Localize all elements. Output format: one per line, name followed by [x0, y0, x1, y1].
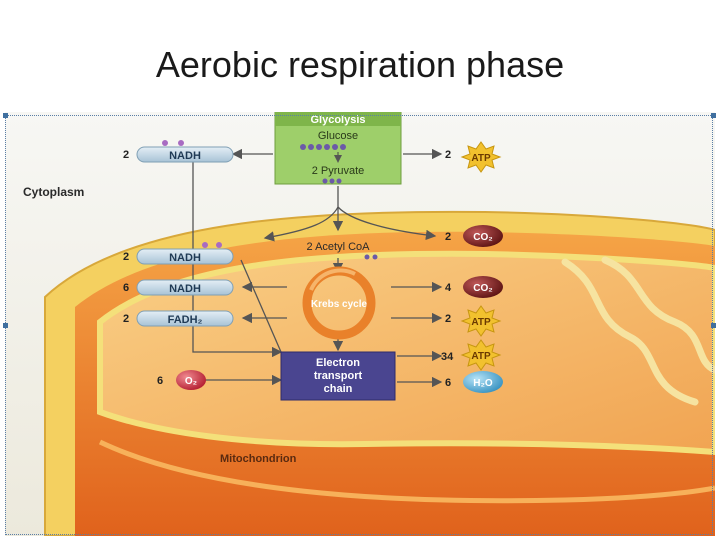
output-h2o: 6 H₂O	[445, 371, 503, 393]
svg-text:ATP: ATP	[471, 351, 491, 362]
resize-handle-mid-left[interactable]	[3, 323, 8, 328]
output-atp-3: 34 ATP	[441, 339, 502, 371]
input-nadh-2: 2 NADH	[123, 242, 234, 265]
input-o2: 6 O₂	[157, 370, 206, 390]
resize-handle-top-left[interactable]	[3, 113, 8, 118]
krebs-cycle: Krebs cycle	[302, 266, 376, 340]
resize-handle-mid-right[interactable]	[711, 323, 716, 328]
cytoplasm-label: Cytoplasm	[23, 185, 84, 199]
etc-line-1: Electron	[316, 357, 360, 369]
etc-line-2: transport	[314, 370, 363, 382]
svg-text:2: 2	[445, 313, 451, 325]
acetyl-coa-label: 2 Acetyl CoA	[307, 241, 371, 253]
svg-text:NADH: NADH	[169, 150, 201, 162]
svg-text:6: 6	[157, 375, 163, 387]
mitochondrion-lower-edge	[98, 439, 715, 504]
svg-text:2: 2	[445, 149, 451, 161]
output-co2-1: 2 CO₂	[445, 225, 503, 247]
svg-text:CO₂: CO₂	[473, 283, 492, 294]
svg-text:34: 34	[441, 351, 454, 363]
svg-text:H₂O: H₂O	[473, 378, 493, 389]
etc-box: Electron transport chain	[280, 351, 396, 401]
svg-text:2: 2	[123, 313, 129, 325]
krebs-label: Krebs cycle	[311, 299, 368, 310]
glycolysis-header: Glycolysis	[310, 114, 365, 126]
svg-text:6: 6	[123, 282, 129, 294]
output-co2-2: 4 CO₂	[445, 276, 503, 298]
svg-text:NADH: NADH	[169, 252, 201, 264]
pyruvate-molecule	[322, 178, 342, 184]
svg-text:2: 2	[445, 231, 451, 243]
acetyl-coa-molecule	[364, 254, 378, 260]
inner-membrane	[97, 250, 715, 456]
svg-text:4: 4	[445, 282, 452, 294]
svg-text:O₂: O₂	[185, 376, 197, 387]
input-nadh-3: 6 NADH	[123, 279, 234, 296]
glucose-label: Glucose	[318, 130, 358, 142]
pyruvate-label: 2 Pyruvate	[312, 165, 365, 177]
svg-text:CO₂: CO₂	[473, 232, 492, 243]
output-atp-2: 2 ATP	[445, 305, 502, 337]
svg-text:NADH: NADH	[169, 283, 201, 295]
resize-handle-top-right[interactable]	[711, 113, 716, 118]
slide-title: Aerobic respiration phase	[155, 44, 565, 85]
svg-text:6: 6	[445, 377, 451, 389]
input-nadh-1: 2 NADH	[123, 140, 234, 163]
output-atp-1: 2 ATP	[445, 141, 502, 173]
mitochondrion-label: Mitochondrion	[220, 453, 297, 465]
svg-text:2: 2	[123, 251, 129, 263]
glucose-molecule	[300, 144, 346, 150]
flow-arrows	[192, 148, 443, 388]
svg-text:ATP: ATP	[471, 153, 491, 164]
svg-text:ATP: ATP	[471, 317, 491, 328]
respiration-diagram: Cytoplasm Mitochondrion Glycolysis Gluco…	[5, 112, 715, 536]
svg-text:2: 2	[123, 149, 129, 161]
etc-line-3: chain	[324, 383, 353, 395]
glycolysis-box: Glycolysis Glucose 2 Pyruvate	[274, 112, 402, 185]
input-fadh2: 2 FADH₂	[123, 310, 234, 327]
svg-text:FADH₂: FADH₂	[168, 314, 203, 326]
cristae	[561, 256, 715, 406]
